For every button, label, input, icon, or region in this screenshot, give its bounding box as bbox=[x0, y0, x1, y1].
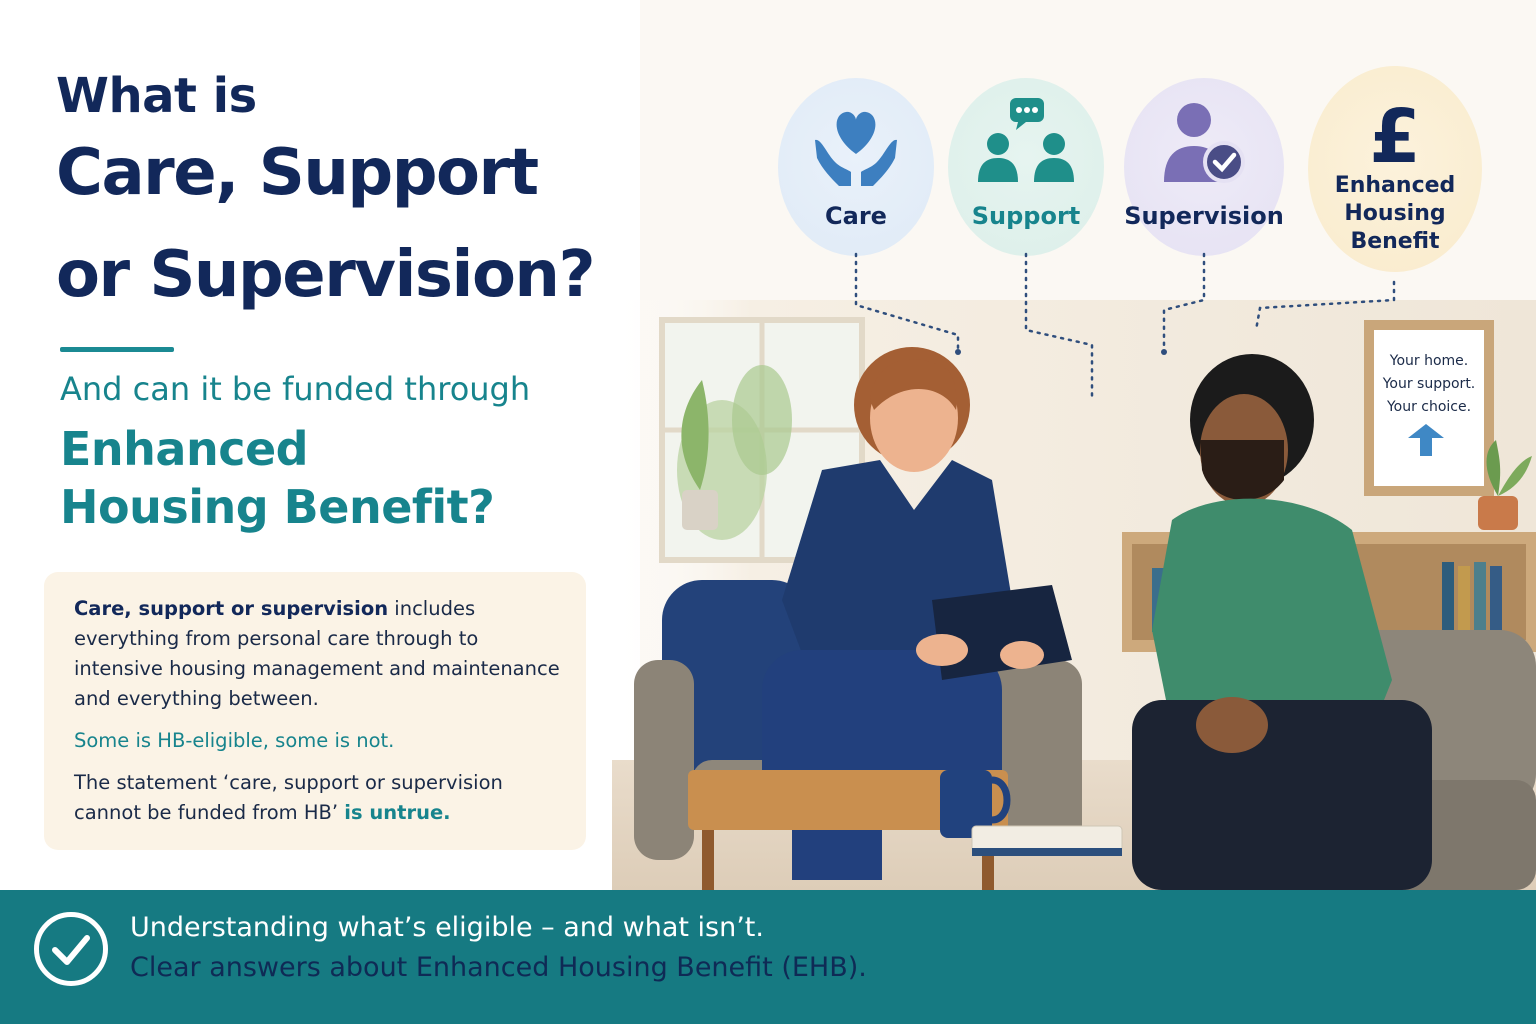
left-panel: What is Care, Support or Supervision? An… bbox=[0, 0, 640, 890]
info-p1-strong: Care, support or supervision bbox=[74, 597, 389, 620]
living-room-illustration bbox=[612, 300, 1536, 890]
hands-heart-icon bbox=[815, 111, 897, 186]
bubble-support: Support bbox=[948, 78, 1104, 256]
person-check-icon bbox=[1164, 103, 1245, 183]
poster-line3: Your choice. bbox=[1386, 399, 1472, 415]
info-p1-rest: includes everything from personal care t… bbox=[74, 597, 560, 710]
headline-line3: or Supervision? bbox=[56, 238, 596, 312]
headline-line1: What is bbox=[56, 68, 257, 124]
connector-lines bbox=[854, 252, 1396, 402]
divider bbox=[60, 347, 174, 352]
bubble-ehb: £ Enhanced Housing Benefit bbox=[1308, 66, 1482, 272]
info-paragraph-2: Some is HB-eligible, some is not. bbox=[74, 729, 395, 752]
bubble-ehb-label: Enhanced Housing Benefit bbox=[1308, 172, 1482, 256]
subheadline-line2: Enhanced bbox=[60, 422, 309, 476]
bubble-support-label: Support bbox=[971, 202, 1081, 230]
illustration-scene: Your home. Your support. Your choice. bbox=[612, 300, 1536, 890]
subheadline-line3: Housing Benefit? bbox=[60, 480, 495, 534]
poster-text: Your home. Your support. Your choice. bbox=[1374, 350, 1484, 419]
info-paragraph-3: The statement ‘care, support or supervis… bbox=[74, 768, 562, 828]
bubble-care-label: Care bbox=[825, 202, 887, 230]
footer-banner: Understanding what’s eligible – and what… bbox=[0, 890, 1536, 1024]
headline-line2: Care, Support bbox=[56, 136, 539, 210]
info-p3-rest: The statement ‘care, support or supervis… bbox=[74, 771, 503, 824]
check-circle-icon bbox=[34, 912, 108, 986]
house-icon bbox=[1408, 424, 1444, 456]
info-paragraph-1: Care, support or supervision includes ev… bbox=[74, 594, 562, 714]
people-chat-icon bbox=[978, 98, 1074, 182]
info-p3-strong: is untrue. bbox=[344, 801, 451, 824]
subheadline-line1: And can it be funded through bbox=[60, 370, 531, 408]
footer-line1: Understanding what’s eligible – and what… bbox=[130, 912, 764, 943]
bubble-care: Care bbox=[778, 78, 934, 256]
poster-line1: Your home. bbox=[1389, 353, 1469, 369]
info-box: Care, support or supervision includes ev… bbox=[44, 572, 586, 850]
bubble-supervision: Supervision bbox=[1124, 78, 1284, 256]
bubble-ehb-line3: Benefit bbox=[1350, 229, 1440, 254]
bubble-supervision-label: Supervision bbox=[1124, 202, 1284, 230]
poster-line2: Your support. bbox=[1382, 376, 1476, 392]
bubble-ehb-line1: Enhanced bbox=[1334, 173, 1456, 198]
pound-sign-icon: £ bbox=[1369, 94, 1421, 180]
footer-line2: Clear answers about Enhanced Housing Ben… bbox=[130, 952, 867, 983]
bubble-ehb-line2: Housing bbox=[1344, 201, 1446, 226]
